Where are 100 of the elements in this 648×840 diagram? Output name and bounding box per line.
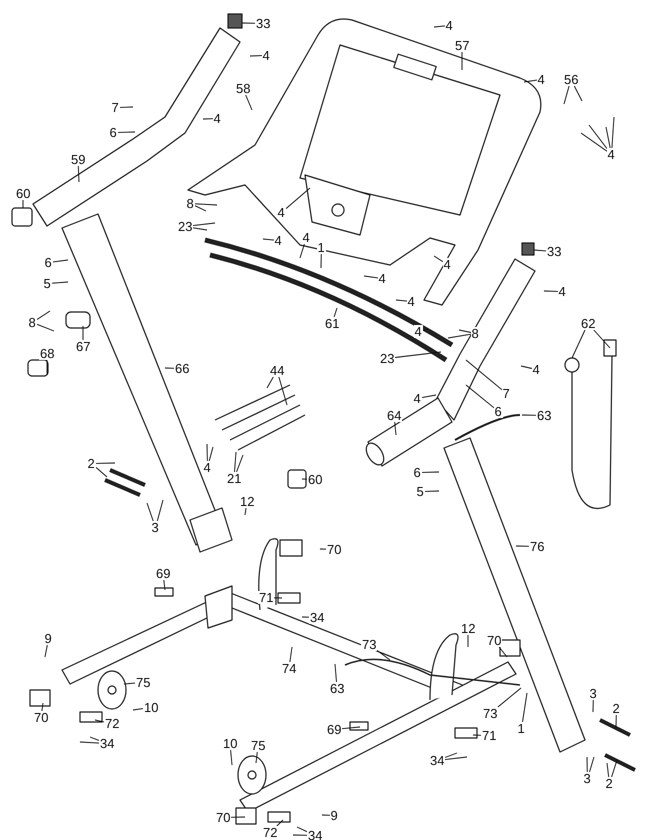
leader-line [586,756,588,772]
callout-number: 23 [379,352,396,364]
leader-line [236,454,244,472]
callout-number: 2 [612,702,621,714]
leader-line [497,688,522,708]
callout-number: 10 [222,736,238,750]
leader-line [572,330,586,358]
leader-line [278,376,288,406]
callout-number: 6 [44,256,53,268]
leader-line [234,452,236,472]
callout-number: 8 [470,326,480,340]
leader-line [606,126,611,148]
callout-number: 5 [42,276,52,290]
leader-line [396,300,408,302]
leader-line [36,310,50,320]
leader-line [611,116,614,148]
callout-number: 62 [580,316,596,330]
callout-number: 6 [494,404,503,418]
leader-line [520,366,532,369]
leader-line [194,205,206,212]
leader-line [206,444,208,462]
leader-line [444,756,468,760]
leader-line [250,55,262,56]
callout-number: 57 [454,38,470,52]
leader-line [422,394,436,398]
leader-line [444,752,458,758]
callout-number: 66 [174,362,190,374]
leader-line [274,597,282,598]
callout-number: 70 [33,710,50,724]
callout-number: 9 [44,632,53,644]
leader-line [194,203,218,206]
callout-number: 4 [606,148,616,160]
callout-number: 3 [150,520,160,534]
leader-line [230,816,246,818]
leader-line [41,702,44,712]
leader-line [192,222,216,226]
callout-number: 34 [309,610,326,624]
callout-number: 4 [378,272,387,284]
callout-number: 44 [269,364,286,376]
leader-line [434,256,444,262]
leader-line [498,646,508,658]
leader-line [394,352,442,358]
leader-line [564,86,570,104]
leader-line [364,276,378,278]
callout-number: 70 [215,810,232,824]
callout-number: 60 [307,472,324,486]
callout-number: 71 [258,590,274,604]
callout-number: 6 [412,466,422,478]
leader-line [96,462,116,464]
leader-line [230,750,232,766]
leader-line [292,834,308,836]
callout-number: 63 [536,408,552,422]
callout-number: 34 [99,736,116,750]
callout-number: 60 [15,186,32,200]
callout-number: 4 [274,234,283,246]
leader-line [266,376,274,388]
callout-number: 3 [582,772,592,784]
leader-line [80,742,100,744]
callout-number: 71 [481,728,498,742]
leader-line [334,664,337,682]
leader-line [589,756,594,772]
leader-line [544,290,558,292]
leader-line [52,282,68,284]
leader-line [90,736,100,741]
leader-line [242,22,256,24]
callout-number: 34 [429,754,446,766]
leader-line [422,472,440,473]
leader-line [616,714,617,728]
callout-number: 33 [255,16,272,30]
leader-line [516,546,530,547]
callout-number: 12 [239,494,256,508]
leader-line [448,334,472,338]
leader-line [320,254,322,268]
leader-line [78,166,80,182]
leader-line [36,324,54,332]
callout-number: 63 [329,682,346,694]
callout-number: 64 [386,408,402,422]
leader-line [146,502,154,522]
leader-line [458,330,472,333]
leader-line [466,360,502,390]
callout-number: 34 [307,828,324,840]
leader-line [320,548,326,550]
callout-number: 70 [326,542,342,556]
callout-number: 75 [135,676,152,688]
leader-line [593,330,610,348]
callout-number: 7 [110,100,120,114]
leader-line [376,650,390,660]
leader-line [286,188,310,210]
leader-line [296,826,308,832]
leader-line [262,238,274,241]
callout-number: 4 [532,362,541,376]
callout-number: 4 [442,258,452,270]
leader-line [522,414,536,416]
callout-number: 69 [326,722,342,736]
callout-number: 58 [235,82,252,94]
callout-number: 2 [86,456,96,470]
leader-line [334,308,338,318]
leader-line [276,820,284,826]
callout-number: 5 [416,484,425,498]
leader-line [244,508,246,516]
